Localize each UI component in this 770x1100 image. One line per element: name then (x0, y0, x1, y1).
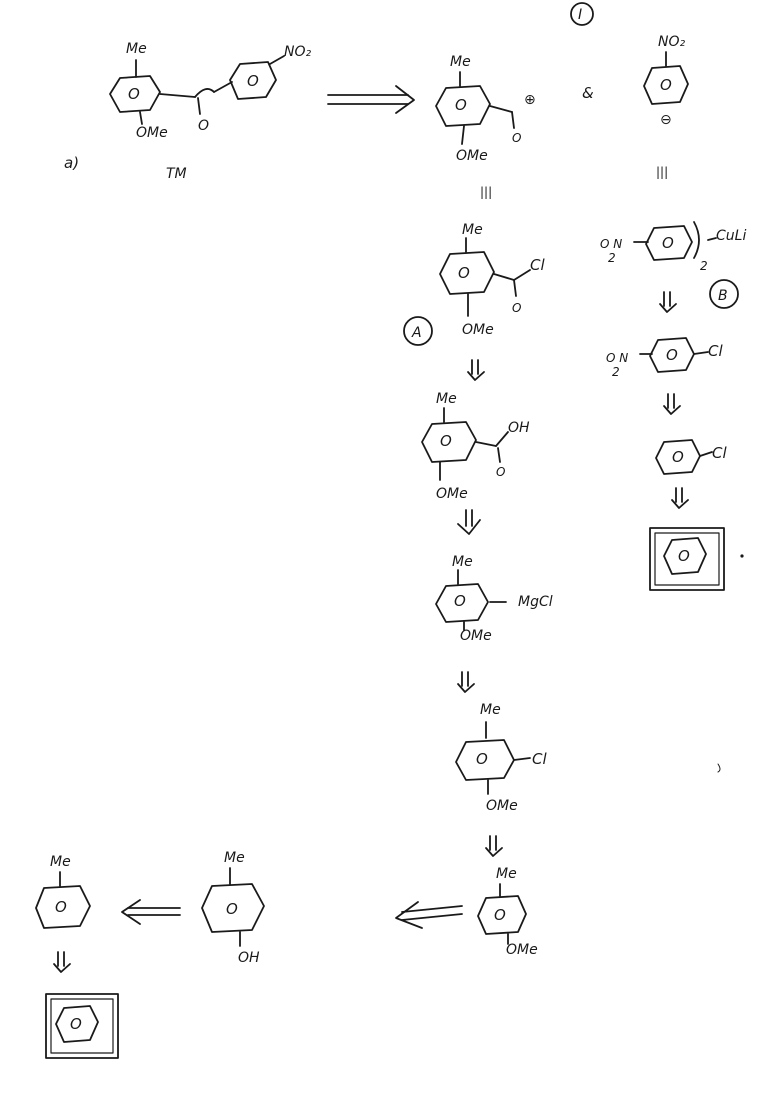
ring-label: O (455, 96, 467, 114)
start-box (45, 993, 119, 1059)
bond (269, 55, 285, 65)
nitro-label: NO₂ (658, 34, 685, 50)
target-ring-right (229, 61, 277, 100)
ome-label: OMe (456, 148, 488, 164)
chlorobenzene: O Cl (655, 439, 727, 475)
ome-label: OMe (460, 628, 492, 644)
route-a-label: A (411, 325, 422, 341)
cation-charge: ⊕ (524, 92, 536, 108)
synthetic-equivalent-mark: ||| (656, 165, 668, 179)
ring-label: O (70, 1015, 82, 1033)
target-ring-left (109, 75, 161, 113)
retro-arrows-down (53, 291, 689, 973)
bond (213, 81, 233, 93)
target-molecule: O Me OMe O O NO₂ a) TM (64, 41, 311, 182)
route-a-circle (403, 316, 433, 346)
disconnection-mark (194, 88, 215, 98)
ring-label: O (440, 432, 452, 450)
route-b-circle (709, 279, 739, 309)
cl-label: Cl (530, 256, 545, 274)
ring-label: O (672, 448, 684, 466)
ring-label: O (458, 264, 470, 282)
cresol: Me O OH (201, 850, 265, 966)
me-label: Me (126, 41, 147, 57)
ring-label: O (55, 898, 67, 916)
retro-arrows-left (121, 899, 463, 929)
svg-text:O N: O N (600, 237, 622, 251)
svg-text:O: O (496, 465, 505, 479)
and-label: & (582, 84, 594, 102)
synthetic-equivalent-mark: ||| (480, 185, 492, 199)
route-b-label: B (718, 288, 728, 304)
methylanisole: Me O OMe (477, 866, 538, 958)
me-label: Me (480, 702, 501, 718)
cuprate-reagent: O N 2 O 2 CuLi B (600, 221, 746, 309)
me-label: Me (50, 854, 71, 870)
bond (159, 93, 196, 98)
ring-label: O (494, 906, 506, 924)
ring-label: O (660, 76, 672, 94)
acyl-cation-synthon: Me O O ⊕ OMe (435, 54, 536, 164)
benzene-start-right: O (649, 527, 744, 591)
me-label: Me (496, 866, 517, 882)
svg-text:2: 2 (608, 251, 616, 265)
benzene-start-left: O (45, 993, 119, 1059)
ome-label: OMe (436, 486, 468, 502)
aryl-anion-synthon: NO₂ O ⊖ (643, 34, 689, 128)
carbonyl-bond (197, 97, 201, 115)
start-box (649, 527, 725, 591)
ring-label: O (476, 750, 488, 768)
ring-label: O (247, 72, 259, 90)
ome-label: OMe (486, 798, 518, 814)
toluene: Me O (35, 854, 91, 929)
svg-text:O: O (512, 301, 521, 315)
retro-arrow-main (327, 85, 415, 114)
bond (139, 111, 143, 125)
ome-label: OMe (506, 942, 538, 958)
me-label: Me (436, 391, 457, 407)
ring-label: O (454, 592, 466, 610)
me-label: Me (224, 850, 245, 866)
cl-label: Cl (708, 342, 723, 360)
oh-label: OH (238, 950, 260, 966)
acid-chloride: Me O Cl O OMe A (403, 222, 545, 346)
anion-charge: ⊖ (660, 112, 672, 128)
ring-label: O (678, 547, 690, 565)
ring-label: O (662, 234, 674, 252)
carboxylic-acid: Me O OH O OMe (421, 391, 530, 502)
cl-label: Cl (712, 444, 727, 462)
nitro-label: NO₂ (284, 44, 311, 60)
me-label: Me (450, 54, 471, 70)
oh-label: OH (508, 420, 530, 436)
aryl-chloride: Me O Cl OMe (455, 702, 547, 814)
grignard-reagent: Me O MgCl OMe (435, 554, 553, 644)
cl-label: Cl (532, 750, 547, 768)
svg-text:2: 2 (612, 365, 620, 379)
part-label: a) (64, 154, 79, 172)
chloronitrobenzene: O N 2 O Cl (606, 337, 723, 379)
me-label: Me (452, 554, 473, 570)
me-label: Me (462, 222, 483, 238)
route-one-marker: I (570, 2, 594, 26)
ring-label: O (666, 346, 678, 364)
svg-text:O: O (512, 131, 521, 145)
svg-text:I: I (578, 7, 582, 23)
ome-label: OMe (136, 125, 168, 141)
cuprate-label: CuLi (716, 228, 746, 244)
target-label: TM (166, 166, 187, 182)
mgcl-label: MgCl (518, 594, 553, 610)
svg-text:O N: O N (606, 351, 628, 365)
ring-label: O (226, 900, 238, 918)
svg-text:2: 2 (700, 259, 708, 273)
ring-label: O (128, 85, 140, 103)
ome-label: OMe (462, 322, 494, 338)
carbonyl-o-label: O (198, 118, 209, 134)
